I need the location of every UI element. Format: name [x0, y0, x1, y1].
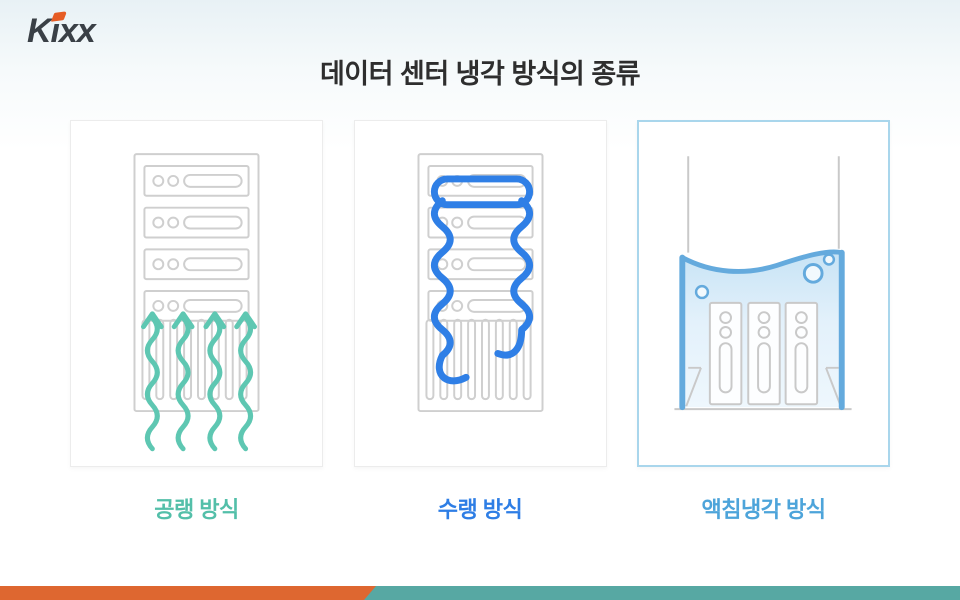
- immersion-tank-icon: [674, 156, 852, 411]
- footer-bar-orange-segment: [0, 586, 376, 600]
- label-water-cooling: 수랭 방식: [437, 497, 523, 522]
- panel-labels: 공랭 방식 수랭 방식 액침냉각 방식: [70, 492, 890, 524]
- water-cooling-rack-icon: [417, 153, 543, 413]
- panel-air-cooling: [70, 120, 323, 467]
- page-title: 데이터 센터 냉각 방식의 종류: [319, 59, 641, 89]
- footer-bar: [0, 586, 960, 600]
- panel-water-cooling: [353, 120, 607, 467]
- cooling-panels: [70, 120, 890, 467]
- air-cooling-rack-icon: [133, 153, 260, 452]
- bubbles-icon: [694, 253, 836, 300]
- label-immersion-cooling: 액침냉각 방식: [701, 497, 826, 522]
- airflow-arrows-icon: [140, 311, 258, 452]
- panel-immersion-cooling: [637, 120, 890, 467]
- label-air-cooling: 공랭 방식: [154, 497, 239, 522]
- kixx-logo: Kixx: [27, 11, 137, 52]
- coolant-pipe-icon: [430, 175, 533, 385]
